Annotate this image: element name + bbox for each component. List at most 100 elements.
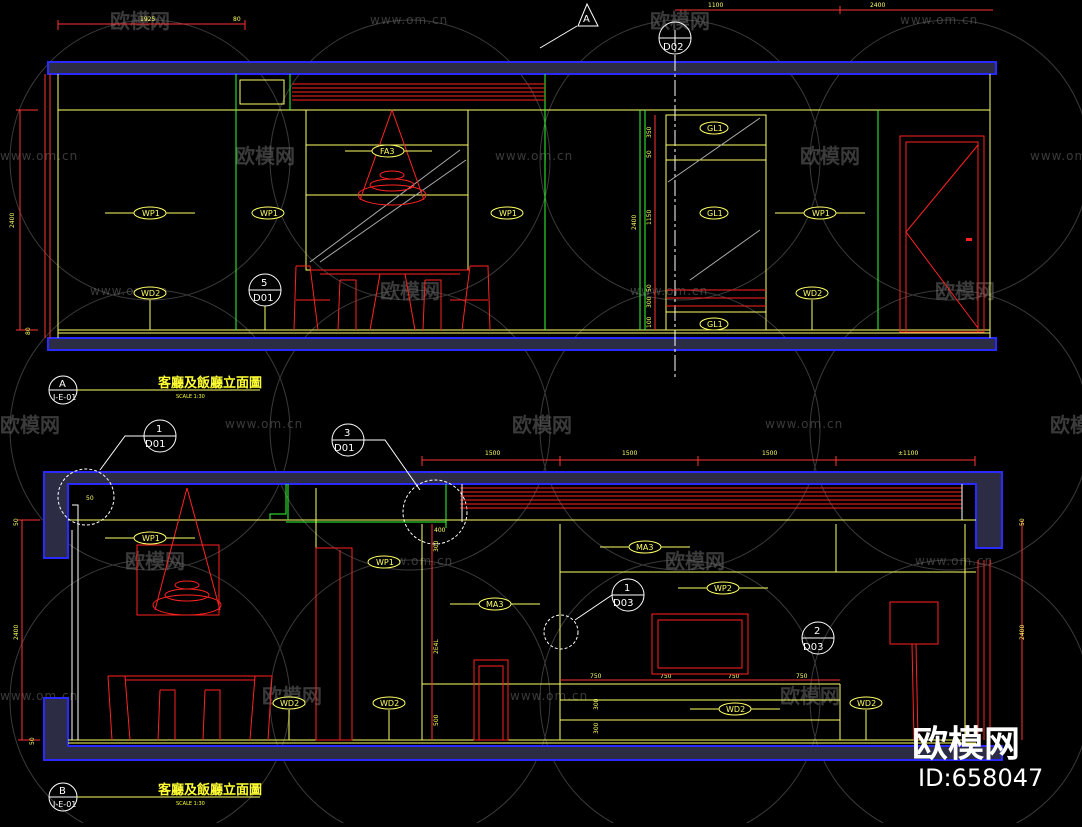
watermark-brand: 欧模网 <box>380 279 440 303</box>
material-tag: WP2 <box>678 581 768 595</box>
brand-watermark: 欧模网 ID:658047 <box>912 724 1043 792</box>
dim-b-misc-5: 500 <box>433 714 440 726</box>
wall-panel-dividers <box>235 74 879 330</box>
dim-a-mid-1: 350 <box>646 126 653 138</box>
elevation-b-scale: SCALE 1:30 <box>176 801 205 807</box>
elevation-a-mid-dimensions: 350 50 2400 1150 50 300 100 <box>631 115 656 330</box>
tag-label: WP1 <box>499 209 517 218</box>
tag-label: GL1 <box>707 209 723 218</box>
dim-b-right-1: 50 <box>1019 518 1026 526</box>
elevation-b-top-dimensions: 1500 1500 1500 ±1100 <box>421 450 976 466</box>
dim-b-right-2: 2400 <box>1019 625 1026 640</box>
tag-label: WD2 <box>803 289 822 298</box>
dim-a-mid-5: 50 <box>646 284 653 292</box>
callout-letter: B <box>59 786 66 797</box>
dining-table-set-b <box>107 675 273 741</box>
watermark-brand: 欧模网 <box>110 9 170 33</box>
ceiling-curtain-box <box>292 83 545 101</box>
detail-bubble-sheet: D01 <box>334 443 354 454</box>
ceiling-slab <box>47 61 997 75</box>
watermark-url: www.om.cn <box>630 284 708 298</box>
dim-b-misc-7: 750 <box>660 673 672 680</box>
elevation-a-scale: SCALE 1:30 <box>176 394 205 400</box>
elevation-a-material-tags: FA3 WP1 WP1 WP1 WD2 GL1 <box>105 121 865 331</box>
watermark-brand: 欧模网 <box>235 144 295 168</box>
tag-label: GL1 <box>707 124 723 133</box>
watermark-brand: 欧模网 <box>935 279 995 303</box>
material-tag: WD2 <box>690 702 780 716</box>
material-tag: WP1 <box>251 206 285 220</box>
dim-b-misc-4: 2E4L <box>433 639 440 654</box>
detail-bubble-sheet: D01 <box>253 293 273 304</box>
floor-slab <box>47 337 997 351</box>
dim-b-top-3: 1500 <box>762 450 777 457</box>
watermark-brand-large: 欧模网 <box>912 724 1020 765</box>
right-window-curtain <box>977 560 991 740</box>
watermark-url: www.om.cn <box>915 554 993 568</box>
detail-bubble-2-d03: 2 D03 <box>801 621 835 655</box>
tag-label: WP1 <box>376 558 394 567</box>
watermark-url: www.om.cn <box>1030 149 1082 163</box>
material-tag: GL1 <box>699 121 729 135</box>
section-marker-a: A D02 <box>539 2 692 55</box>
material-tag: WP1 <box>105 531 195 545</box>
watermark-url: www.om.cn <box>225 417 303 431</box>
detail-bubble-sheet: D03 <box>803 642 823 653</box>
detail-bubble-1-d01: 1 D01 <box>99 419 177 471</box>
door-elevation-b <box>315 547 353 741</box>
dim-b-misc-8: 750 <box>728 673 740 680</box>
dim-a-left-2: 80 <box>25 327 32 335</box>
dim-b-misc-2: 400 <box>434 527 446 534</box>
section-marker-sheet: D02 <box>663 42 683 53</box>
dim-b-misc-10: 300 <box>593 698 600 710</box>
dim-b-top-4: ±1100 <box>898 450 918 457</box>
material-tag: WD2 <box>372 696 406 740</box>
elevation-a: 1925 80 1100 2400 A D02 <box>9 2 997 405</box>
dim-a-mid-4: 1150 <box>646 210 653 225</box>
section-marker-letter: A <box>583 14 590 25</box>
callout-sheet: I-E-01 <box>53 393 76 402</box>
tag-label: FA3 <box>380 147 394 156</box>
dim-a-mid-3: 2400 <box>631 215 638 230</box>
material-tag: FA3 <box>345 144 432 158</box>
dim-b-left-3: 50 <box>29 737 36 745</box>
dim-a-left-1: 2400 <box>9 213 16 228</box>
tag-label: WD2 <box>726 705 745 714</box>
tag-label: WD2 <box>857 699 876 708</box>
tag-label: WP2 <box>714 584 732 593</box>
elevation-b-right-dimensions: 50 2400 <box>1019 518 1026 740</box>
elevation-b-misc-dimensions: 300 2E4L 500 750 750 750 750 300 300 <box>431 524 840 740</box>
floor-lamp <box>889 601 939 741</box>
detail-bubble-5-d01: 5 D01 <box>248 273 282 330</box>
dim-b-top-2: 1500 <box>622 450 637 457</box>
elevation-b-title: 客廳及飯廳立面圖 <box>158 782 262 798</box>
elevation-a-title: 客廳及飯廳立面圖 <box>158 375 262 391</box>
detail-bubble-number: 3 <box>344 428 350 439</box>
material-tag: GL1 <box>699 206 729 220</box>
detail-bubble-sheet: D03 <box>613 598 633 609</box>
material-tag: WP1 <box>775 206 865 220</box>
material-tag: WD2 <box>272 696 306 740</box>
detail-bubble-3-d01: 3 D01 <box>331 423 421 491</box>
tag-label: WP1 <box>142 534 160 543</box>
wall-mirror-panel <box>305 109 469 271</box>
tag-label: WP1 <box>260 209 278 218</box>
tag-label: MA3 <box>636 543 653 552</box>
watermark-url: www.om.cn <box>510 689 588 703</box>
ceiling-access-panel <box>239 79 285 105</box>
tag-label: GL1 <box>707 320 723 329</box>
detail-bubble-number: 2 <box>814 626 820 637</box>
dim-a-top-3: 1100 <box>708 2 723 9</box>
left-wall-section <box>71 504 79 740</box>
tag-label: WP1 <box>142 209 160 218</box>
dim-a-top-2: 80 <box>233 16 241 23</box>
detail-bubble-1-d03: 1 D03 <box>543 578 645 650</box>
watermark-id: ID:658047 <box>918 764 1043 792</box>
door-elevation <box>899 135 985 333</box>
tag-label: MA3 <box>486 600 503 609</box>
elevation-a-top-dimensions: 1925 80 1100 2400 <box>57 2 993 30</box>
elevation-b-left-dimensions: 50 2400 50 <box>13 518 40 745</box>
dim-b-misc-3: 300 <box>433 540 440 552</box>
